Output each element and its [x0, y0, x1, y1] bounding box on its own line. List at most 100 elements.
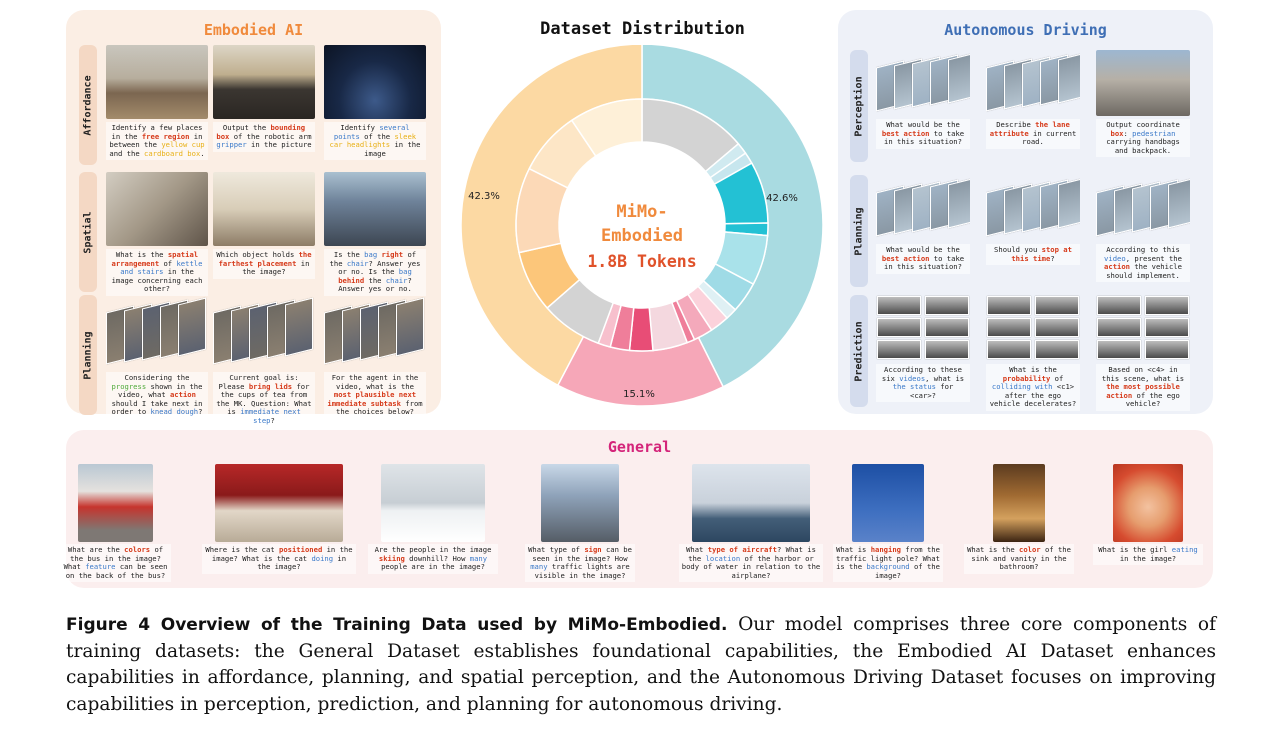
- figure-caption: Figure 4 Overview of the Training Data u…: [66, 612, 1216, 718]
- caption-text: What is the: [115, 250, 168, 259]
- row-label-text: Planning: [82, 330, 94, 380]
- center-label-tokens: 1.8B Tokens: [587, 252, 696, 271]
- example-question: Which object holds the farthest placemen…: [213, 249, 315, 279]
- caption-text: of the: [359, 131, 395, 141]
- autonomous-driving-title: Autonomous Driving: [944, 21, 1107, 39]
- example-question: Identify several points of the sleek car…: [324, 122, 426, 161]
- caption-text: <c1> after the ego vehicle decelerates?: [989, 382, 1077, 409]
- caption-text: to take in this situation?: [884, 253, 965, 272]
- caption-text: Is the: [333, 250, 365, 259]
- grid-frame: [1035, 296, 1079, 315]
- row-label-text: Affordance: [82, 74, 94, 136]
- office-photo: [324, 172, 426, 246]
- caption-text: from the choices below?: [336, 398, 423, 417]
- caption-text: What is: [836, 545, 871, 554]
- caption-text: ? Answer yes or no.: [338, 275, 412, 294]
- caption-text: should I take next in order to: [111, 398, 203, 417]
- general-question: Are the people in the image skiing downh…: [368, 544, 498, 574]
- caption-highlight: action: [169, 390, 196, 400]
- bathroom-photo: [993, 464, 1045, 542]
- caption-text: to take in this situation?: [884, 128, 965, 147]
- example-card: Current goal is: Please bring lids for t…: [213, 295, 315, 428]
- example-card: Should you stop at this time?: [986, 175, 1080, 285]
- caption-highlight: most plausible next immediate subtask: [327, 390, 417, 408]
- caption-highlight: knead dough: [150, 407, 199, 417]
- donut-hole: [559, 142, 725, 308]
- caption-text: Output coordinate: [1106, 120, 1180, 129]
- video-frame: [396, 297, 424, 357]
- caption-text: What are the: [67, 545, 125, 554]
- general-example-card: What are the colors of the bus in the im…: [60, 464, 171, 583]
- caption-text: in the image?: [257, 553, 347, 572]
- caption-highlight: chair: [385, 275, 408, 285]
- general-question: What are the colors of the bus in the im…: [60, 544, 171, 583]
- caption-text: in the image?: [242, 258, 310, 277]
- center-label-line1: MiMo-: [616, 202, 667, 222]
- caption-text: in between the: [109, 131, 203, 150]
- grid-frame: [1145, 340, 1189, 359]
- caption-highlight: yellow cup: [161, 140, 205, 150]
- caption-text: the: [364, 275, 386, 285]
- caption-highlight: bag: [364, 250, 378, 259]
- caption-highlight: many: [530, 562, 548, 572]
- caption-text: in the image? What is the cat: [211, 545, 353, 563]
- example-card: What would be the best action to take in…: [876, 175, 970, 285]
- general-example-card: What type of aircraft? What is the locat…: [679, 464, 823, 583]
- caption-text: and the: [109, 148, 145, 158]
- dataset-distribution-donut: MiMo- Embodied 1.8B Tokens 42.6% 15.1% 4…: [460, 45, 824, 407]
- caption-text: Identify: [340, 123, 380, 132]
- caption-text: from the traffic light pole? What is the: [836, 545, 940, 572]
- example-card: Is the bag right of the chair? Answer ye…: [324, 172, 426, 296]
- example-card: Output coordinate box: pedestrian carryi…: [1096, 50, 1190, 160]
- caption-highlight: several points: [333, 123, 410, 141]
- example-card: According to these six videos, what is t…: [876, 295, 970, 405]
- example-question: Describe the lane attribute in current r…: [986, 119, 1080, 149]
- caption-highlight: behind: [338, 275, 365, 285]
- caption-highlight: positioned: [279, 545, 323, 554]
- example-question: What is the spatial arrangement of kettl…: [106, 249, 208, 296]
- caption-text: of the: [329, 250, 417, 268]
- example-question: What would be the best action to take in…: [876, 119, 970, 149]
- example-card: Based on <c4> in this scene, what is the…: [1096, 295, 1190, 411]
- stove-robot-photo: [213, 45, 315, 119]
- girl-photo: [1113, 464, 1183, 542]
- grid-frame: [877, 340, 921, 359]
- caption-text: for <car>?: [910, 382, 954, 400]
- caption-highlight: colors: [124, 545, 151, 554]
- outer-label-embodied: 42.3%: [468, 191, 500, 202]
- caption-text: Based on <c4> in this scene, what is: [1101, 365, 1185, 383]
- example-card: What is the probability of colliding wit…: [986, 295, 1080, 411]
- caption-highlight: box: [1110, 128, 1124, 138]
- caption-highlight: type of aircraft: [707, 545, 777, 554]
- video-frame: [948, 177, 970, 229]
- grid-frame: [1035, 340, 1079, 359]
- caption-text: downhill? How: [404, 553, 470, 563]
- street-sign-photo: [852, 464, 924, 542]
- caption-text: According to this: [1106, 245, 1180, 254]
- general-title: General: [607, 438, 672, 456]
- grid-frame: [925, 340, 969, 359]
- example-card: Identify several points of the sleek car…: [324, 45, 426, 163]
- example-card: What is the spatial arrangement of kettl…: [106, 172, 208, 296]
- caption-text: in the image concerning each other?: [111, 267, 203, 294]
- caption-text: the vehicle should implement.: [1106, 262, 1182, 280]
- row-label-perception: Perception: [850, 50, 868, 162]
- general-question: What type of aircraft? What is the locat…: [679, 544, 823, 583]
- caption-text: Identify a few places in the: [111, 123, 203, 141]
- row-label-spatial: Spatial: [79, 172, 97, 292]
- grid-frame: [987, 340, 1031, 359]
- caption-highlight: best action: [881, 253, 930, 263]
- caption-text: Describe: [996, 120, 1036, 129]
- caption-highlight: the most possible action: [1106, 382, 1180, 400]
- caption-highlight: video: [1104, 253, 1126, 263]
- caption-highlight: cardboard box: [144, 148, 201, 158]
- caption-text: ? Answer yes or no. Is the: [338, 258, 421, 277]
- video-frame: [1168, 177, 1190, 229]
- general-example-card: What is the color of the sink and vanity…: [964, 464, 1074, 580]
- caption-highlight: videos: [899, 373, 926, 383]
- caption-highlight: sign: [584, 545, 602, 554]
- caption-text: What is the: [967, 545, 1019, 554]
- grid-frame: [1097, 296, 1141, 315]
- caption-highlight: skiing: [378, 553, 405, 563]
